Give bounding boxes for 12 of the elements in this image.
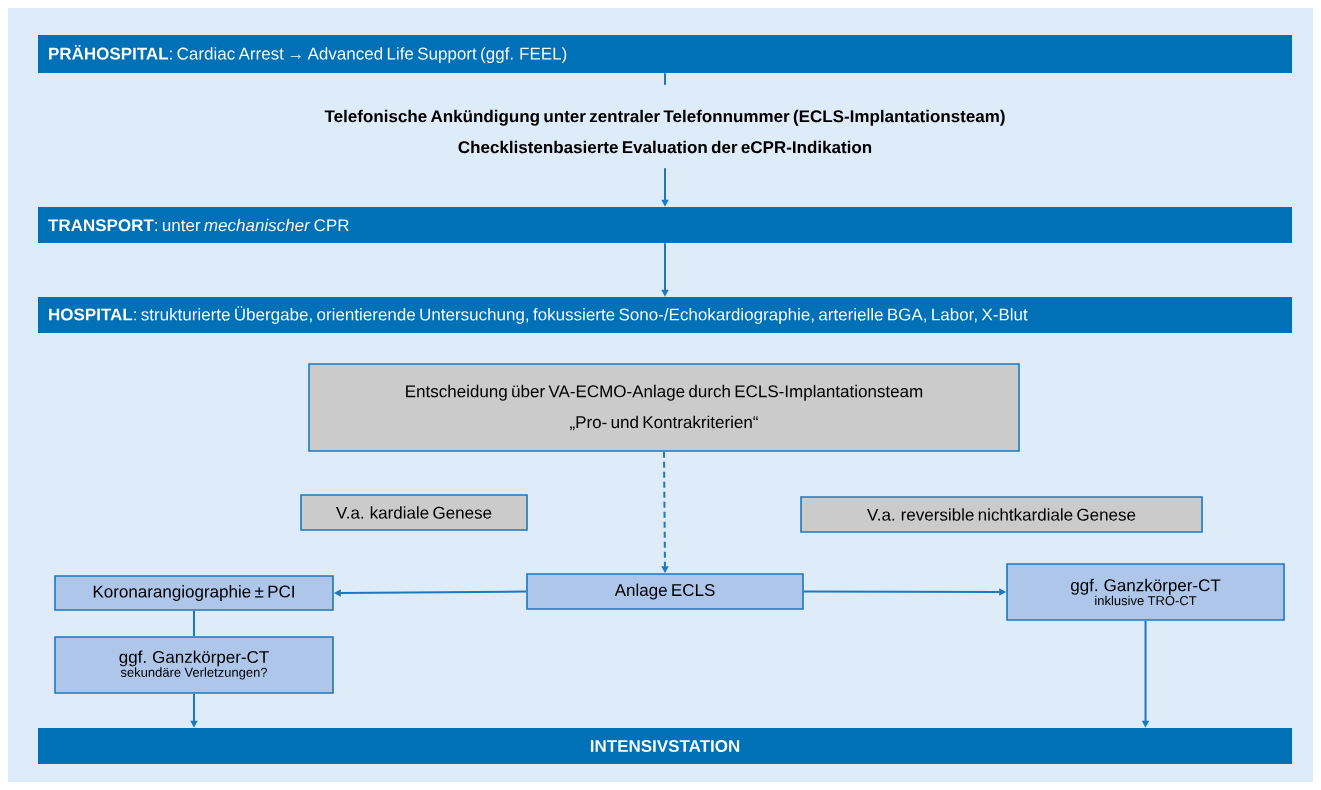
stage-band: INTENSIVSTATION (38, 728, 1292, 764)
process-box: Koronarangiographie ± PCI (54, 575, 334, 611)
process-box: ggf. Ganzkörper-CT sekundäre Verletzungen? (54, 636, 334, 694)
decision-box: V.a. reversible nichtkardiale Genese (800, 496, 1203, 533)
annotation-text: Telefonische Ankündigung unter zentraler Telefonnummer (ECLS-Implantationsteam) Checklistenbasierte Evaluation der eCPR-Indikation (324, 109, 1005, 154)
process-box: ggf. Ganzkörper-CT inklusive TRO-CT (1006, 563, 1285, 621)
stage-band: HOSPITAL: strukturierte Übergabe, orientierende Untersuchung, fokussierte Sono-/Echokardiographie, arterielle BGA, Labor, X-Blut (38, 297, 1292, 333)
stage-band: PRÄHOSPITAL: Cardiac Arrest → Advanced Life Support (ggf. FEEL) (38, 35, 1292, 73)
stage-band: TRANSPORT: unter mechanischer CPR (38, 207, 1292, 243)
process-box: Anlage ECLS (526, 573, 804, 610)
decision-box: V.a. kardiale Genese (300, 494, 528, 531)
decision-box: Entscheidung über VA-ECMO-Anlage durch ECLS-Implantationsteam „Pro- und Kontrakriterien“ (308, 363, 1020, 452)
